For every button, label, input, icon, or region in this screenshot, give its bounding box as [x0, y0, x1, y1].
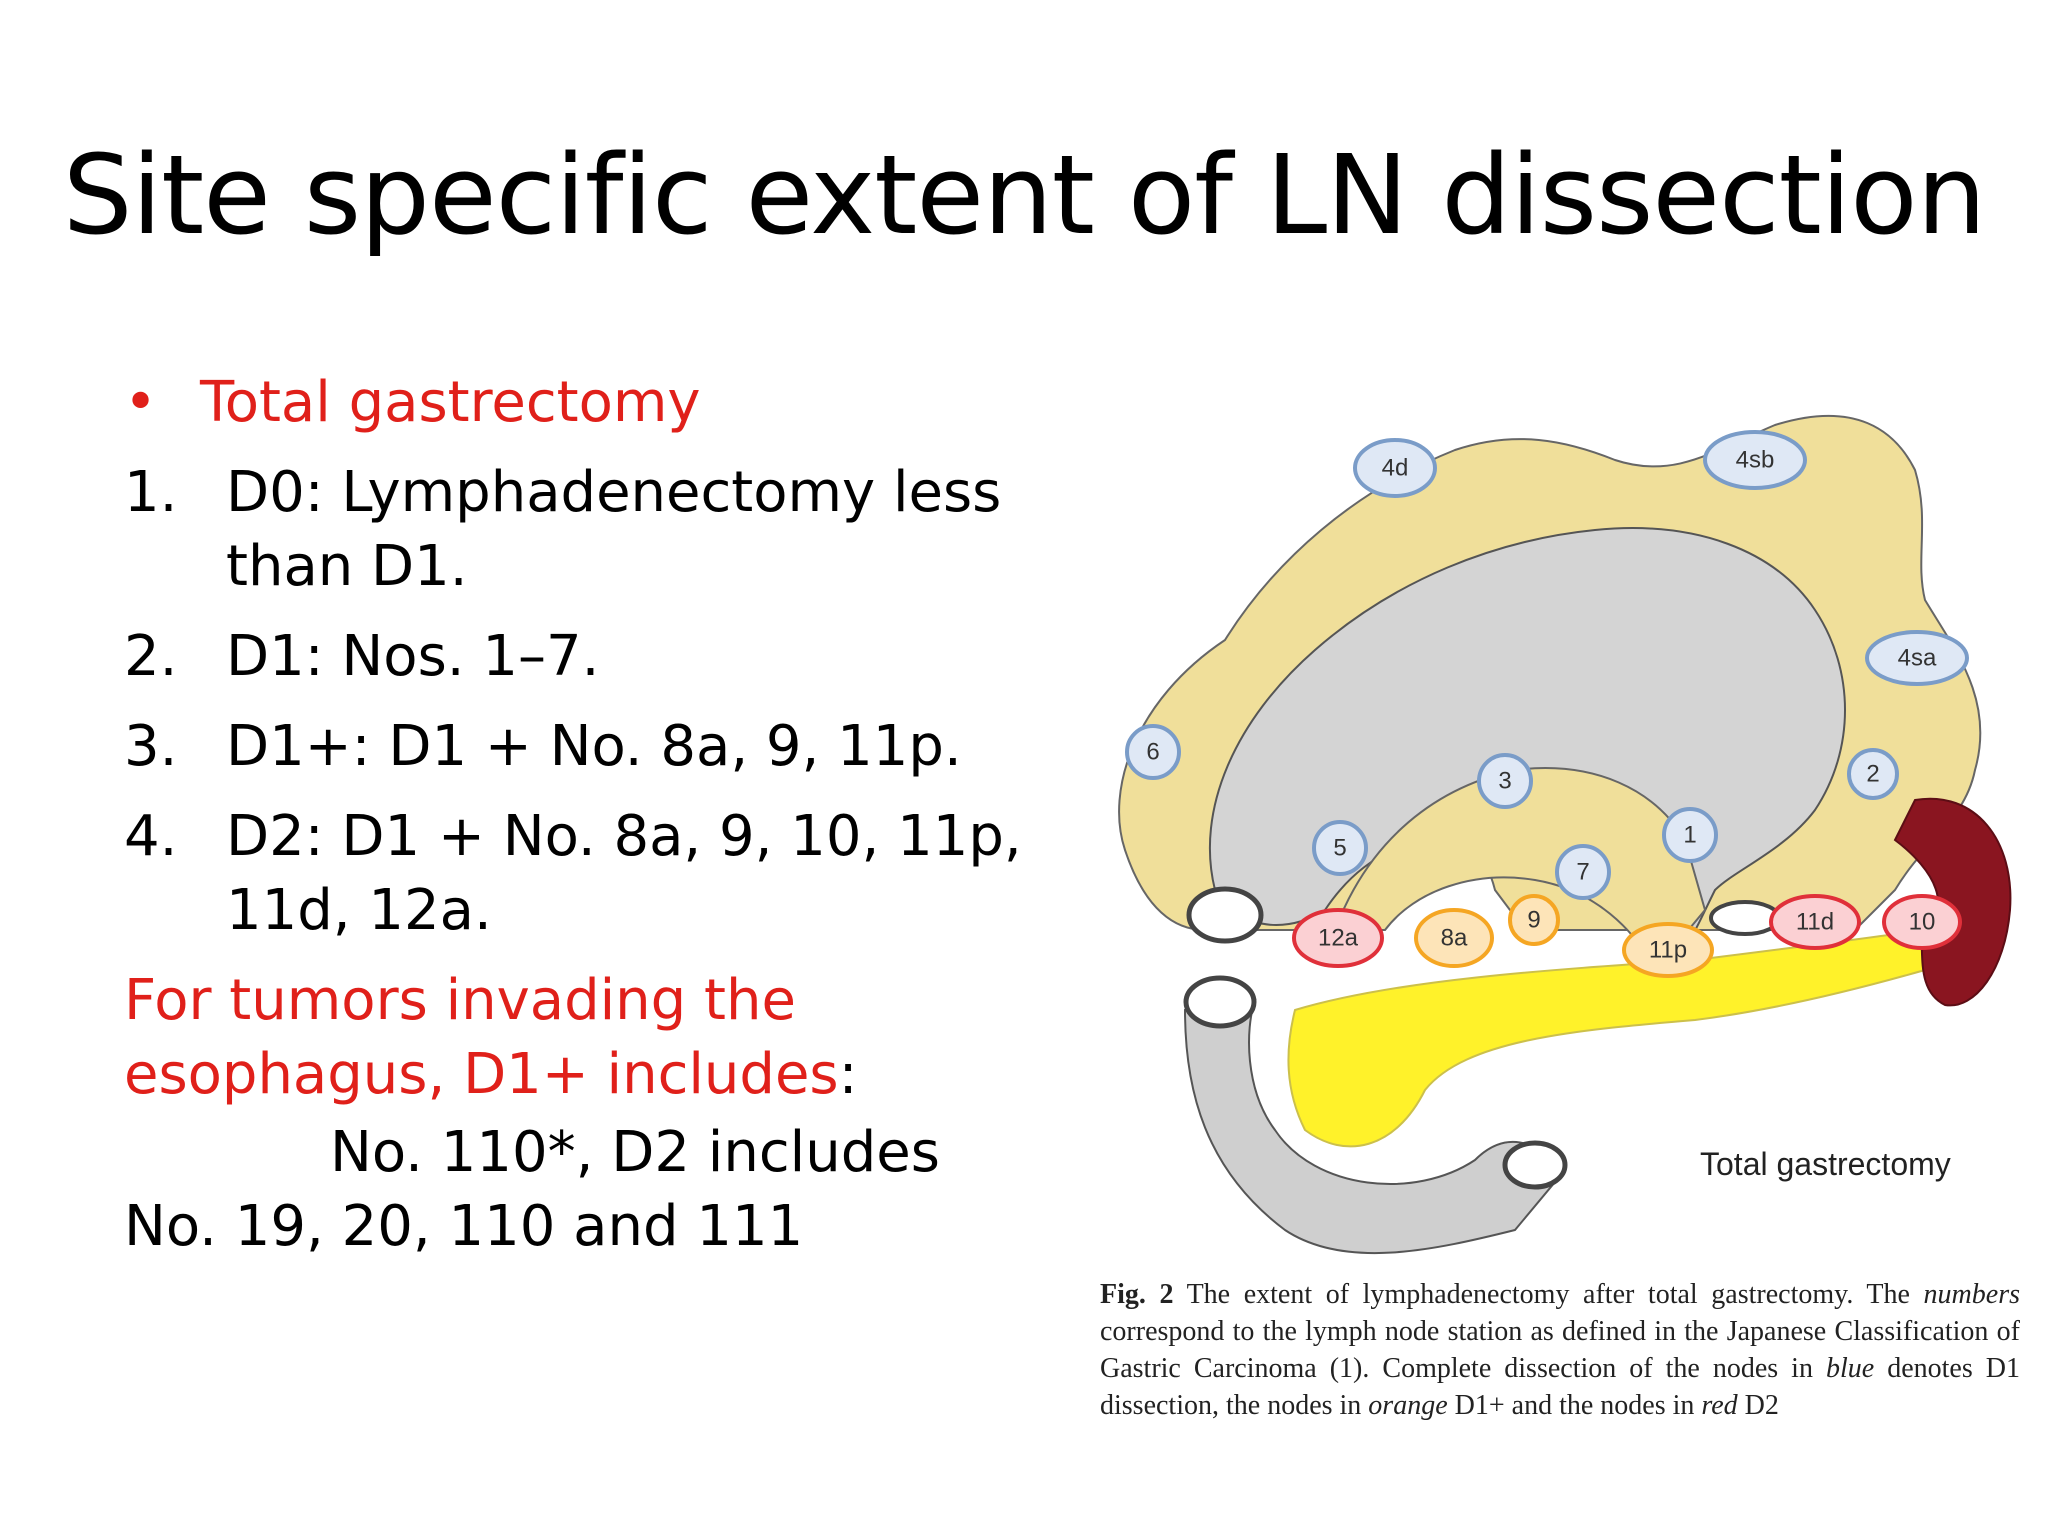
node-5 — [1312, 820, 1368, 876]
item-number: 2. — [124, 624, 178, 689]
note-line-2: No. 110*, D2 includes — [330, 1120, 940, 1185]
caption-part3: denotes D1 dissection, the nodes in — [1100, 1353, 2020, 1421]
node-3 — [1477, 753, 1533, 809]
node-6 — [1125, 724, 1181, 780]
caption-part1: The extent of lymphadenectomy after tota… — [1173, 1279, 1924, 1310]
item-text: D0: Lymphadenectomy less than D1. — [226, 460, 1002, 599]
bullet-item: • Total gastrectomy — [124, 366, 1024, 440]
item-number: 1. — [124, 460, 178, 525]
node-1 — [1662, 807, 1718, 863]
slide-title: Site specific extent of LN dissection — [62, 131, 1987, 259]
numbered-item-3: 3. D1+: D1 + No. 8a, 9, 11p. — [124, 710, 1106, 784]
node-11p — [1622, 922, 1714, 978]
duodenal-stump — [1186, 886, 1264, 944]
node-4d-label: 4d — [1382, 455, 1409, 482]
node-4sa — [1865, 630, 1969, 686]
item-text: D1+: D1 + No. 8a, 9, 11p. — [226, 714, 962, 779]
caption-fig-number: Fig. 2 — [1100, 1279, 1174, 1310]
bullet-text: Total gastrectomy — [200, 370, 701, 435]
node-1-label: 1 — [1683, 822, 1696, 849]
lymph-node-figure: 4d 4sb 4sa 6 3 2 5 1 7 12a 11d 10 — [1095, 370, 2035, 1460]
node-8a-label: 8a — [1441, 925, 1468, 952]
node-7-label: 7 — [1576, 859, 1589, 886]
node-4d — [1353, 438, 1437, 498]
note-line-3: No. 19, 20, 110 and 111 — [124, 1194, 804, 1259]
node-11d-label: 11d — [1796, 909, 1834, 936]
node-11d — [1769, 894, 1861, 950]
caption-part5: D2 — [1737, 1390, 1779, 1421]
caption-numbers: numbers — [1923, 1279, 2020, 1310]
pancreas-shape — [1287, 928, 1926, 1148]
node-10 — [1882, 894, 1962, 950]
numbered-item-4: 4. D2: D1 + No. 8a, 9, 10, 11p, 11d, 12a… — [124, 800, 1106, 948]
stomach-diagram: 4d 4sb 4sa 6 3 2 5 1 7 12a 11d 10 — [1118, 414, 2012, 1255]
node-11p-label: 11p — [1649, 937, 1687, 964]
node-6-label: 6 — [1146, 739, 1159, 766]
node-4sb-label: 4sb — [1736, 447, 1775, 474]
caption-red: red — [1701, 1390, 1738, 1421]
item-text: D2: D1 + No. 8a, 9, 10, 11p, 11d, 12a. — [226, 804, 1022, 943]
node-4sb — [1703, 430, 1807, 490]
caption-part4: D1+ and the nodes in — [1447, 1390, 1702, 1421]
item-number: 3. — [124, 714, 178, 779]
bullet-dot-icon: • — [124, 370, 158, 435]
node-4sa-label: 4sa — [1898, 645, 1937, 672]
node-12a — [1292, 908, 1384, 968]
figure-caption: Fig. 2 The extent of lymphadenectomy aft… — [1100, 1276, 2020, 1424]
node-7 — [1555, 844, 1611, 900]
numbered-item-1: 1. D0: Lymphadenectomy less than D1. — [124, 456, 1106, 604]
esophagus-note: For tumors invading the esophagus, D1+ i… — [124, 964, 944, 1264]
caption-blue: blue — [1825, 1353, 1875, 1384]
item-text: D1: Nos. 1–7. — [226, 624, 600, 689]
node-5-label: 5 — [1333, 835, 1346, 862]
node-9-label: 9 — [1527, 907, 1540, 934]
node-10-label: 10 — [1909, 909, 1936, 936]
caption-orange: orange — [1368, 1390, 1448, 1421]
note-colon: : — [838, 1042, 858, 1107]
jejunum-stump — [1502, 1140, 1568, 1190]
node-3-label: 3 — [1498, 768, 1511, 795]
note-red-text: For tumors invading the esophagus, D1+ i… — [124, 968, 839, 1107]
node-8a — [1414, 908, 1494, 968]
caption-part2: correspond to the lymph node station as … — [1100, 1316, 2020, 1384]
left-text-panel: • Total gastrectomy 1. D0: Lymphadenecto… — [124, 366, 1024, 1264]
splenic-stump — [1709, 900, 1781, 936]
node-2 — [1847, 748, 1899, 800]
node-9 — [1508, 894, 1560, 946]
node-12a-label: 12a — [1318, 925, 1359, 952]
node-2-label: 2 — [1866, 761, 1879, 788]
item-number: 4. — [124, 804, 178, 869]
figure-label: Total gastrectomy — [1700, 1146, 1951, 1182]
numbered-item-2: 2. D1: Nos. 1–7. — [124, 620, 1106, 694]
esophagus-stump — [1183, 975, 1257, 1029]
